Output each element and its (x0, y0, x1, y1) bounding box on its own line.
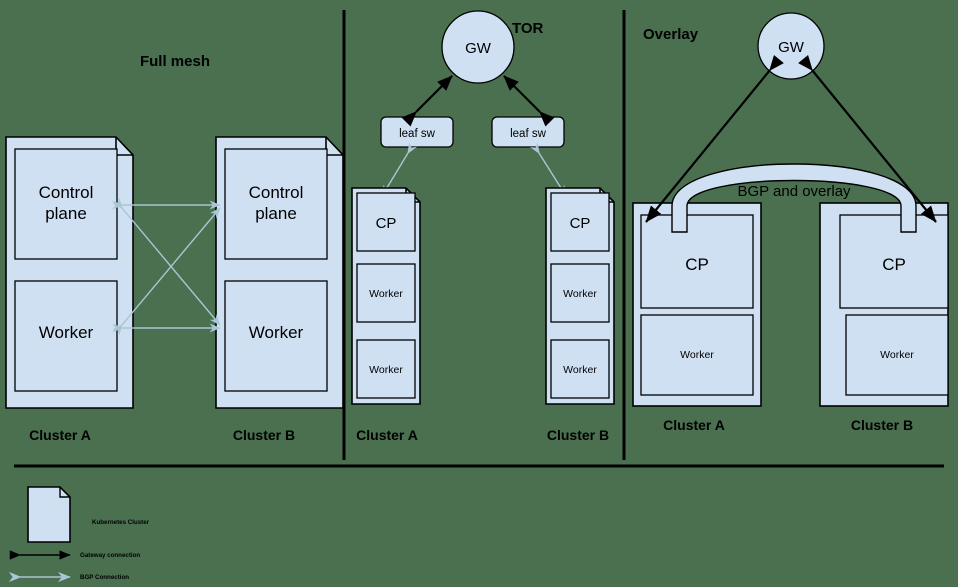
node-label-worker1-b-tor: Worker (563, 288, 597, 300)
node-label-worker2-a-tor: Worker (369, 364, 403, 376)
node-worker2-a-tor (356, 339, 416, 399)
gateway-circle-tor (441, 10, 515, 84)
legend-cluster-swatch (27, 486, 71, 543)
cluster-label-b-mesh: Cluster B (233, 427, 295, 443)
node-worker1-a-tor (356, 263, 416, 323)
node-label-cp-a-overlay: CP (685, 255, 709, 274)
node-worker-b-overlay (845, 314, 949, 396)
node-label-worker-b-mesh: Worker (249, 323, 304, 342)
node-label-worker-b-overlay: Worker (880, 349, 914, 361)
node-cp-a-overlay (640, 214, 754, 309)
gateway-link-gw-clusterb (798, 55, 937, 223)
panel-title-tor: TOR (512, 20, 544, 37)
cluster-label-b-tor: Cluster B (547, 427, 609, 443)
legend-label-gateway: Gateway connection (80, 552, 140, 559)
node-worker-a-mesh (14, 280, 118, 392)
node-worker2-b-tor (550, 339, 610, 399)
node-control-plane-b-mesh (224, 148, 328, 260)
node-label-cp-b-overlay: CP (882, 255, 906, 274)
node-worker-a-overlay (640, 314, 754, 396)
node-label-cp-a-tor: CP (376, 215, 397, 232)
bgp-link-workera-to-cpb (112, 207, 221, 336)
node-worker1-b-tor (550, 263, 610, 323)
node-label-worker-a-overlay: Worker (680, 349, 714, 361)
overlay-link-label: BGP and overlay (737, 183, 851, 200)
panel-title-full-mesh: Full mesh (140, 53, 210, 70)
cluster-label-b-overlay: Cluster B (851, 417, 913, 433)
legend-label-bgp: BGP Connection (80, 574, 129, 581)
leaf-switch-b-label: leaf sw (510, 128, 546, 140)
legend-label-cluster: Kubernetes Cluster (92, 519, 150, 526)
node-cp-a-tor (356, 192, 416, 252)
gateway-link-leafb-gw (503, 75, 555, 127)
cluster-label-a-mesh: Cluster A (29, 427, 91, 443)
node-label-worker-a-mesh: Worker (39, 323, 94, 342)
leaf-switch-a-label: leaf sw (399, 128, 435, 140)
gateway-label-tor: GW (465, 40, 492, 57)
legend-cluster-fold (59, 487, 70, 498)
node-cp-b-overlay (839, 214, 949, 309)
gateway-link-gw-clustera (645, 55, 784, 223)
cluster-label-a-tor: Cluster A (356, 427, 418, 443)
node-label-cp-b-tor: CP (570, 215, 591, 232)
node-label-worker1-a-tor: Worker (369, 288, 403, 300)
node-label-worker2-b-tor: Worker (563, 364, 597, 376)
gateway-label-overlay: GW (778, 39, 805, 56)
cluster-label-a-overlay: Cluster A (663, 417, 725, 433)
panel-title-overlay: Overlay (643, 26, 699, 43)
node-worker-b-mesh (224, 280, 328, 392)
gateway-link-leafa-gw (401, 75, 453, 127)
node-cp-b-tor (550, 192, 610, 252)
